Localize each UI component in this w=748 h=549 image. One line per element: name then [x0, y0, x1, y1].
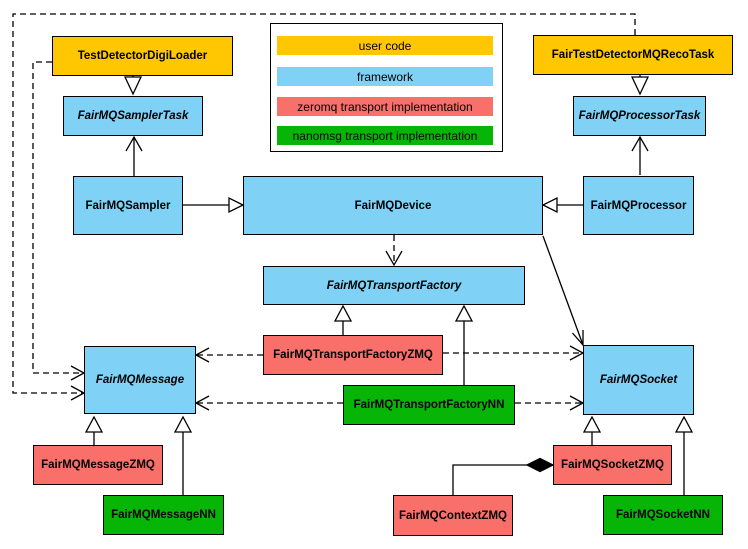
class-box-fairmqmessagezmq: FairMQMessageZMQ	[33, 445, 163, 485]
class-box-fairmqsocket: FairMQSocket	[583, 345, 694, 415]
edge-fairmqmessagenn-extends-fairmqmessage	[173, 415, 193, 495]
edge-fairtestdetectormqrecotask-extends-fairmqprocessortask	[630, 75, 650, 96]
class-box-fairmqtransportfactoryzmq: FairMQTransportFactoryZMQ	[263, 335, 443, 375]
class-box-fairmqtransportfactorynn: FairMQTransportFactoryNN	[343, 385, 515, 425]
legend-item-nanomsg: nanomsg transport implementation	[277, 126, 493, 145]
edge-fairmqdevice-depends-fairmqtransportfactory	[385, 235, 403, 267]
class-box-fairmqprocessor: FairMQProcessor	[583, 176, 694, 235]
edge-fairmqsampler-uses-fairmqsamplertask	[125, 135, 143, 176]
class-box-fairmqtransportfactory: FairMQTransportFactory	[263, 266, 525, 305]
class-box-testdetectordigiloader: TestDetectorDigiLoader	[52, 36, 233, 76]
class-box-fairmqsocketzmq: FairMQSocketZMQ	[553, 445, 672, 485]
legend: user code framework zeromq transport imp…	[270, 23, 503, 152]
edge-fairmqtransportfactorynn-creates-fairmqmessage	[194, 395, 343, 411]
edge-fairmqdevice-uses-fairmqsocket	[542, 235, 584, 347]
edge-testdetectordigiloader-extends-fairmqsamplertask	[123, 75, 143, 96]
class-box-fairmqsocketnn: FairMQSocketNN	[603, 495, 723, 535]
edge-fairmqcontextzmq-composition-fairmqsocketzmq	[452, 457, 555, 495]
edge-fairmqtransportfactorynn-extends-fairmqtransportfactory	[454, 304, 474, 385]
class-box-fairmqmessagenn: FairMQMessageNN	[103, 495, 224, 535]
edge-fairmqprocessor-extends-fairmqdevice	[541, 196, 583, 214]
legend-item-framework: framework	[277, 67, 493, 86]
edge-fairmqprocessor-uses-fairmqprocessortask	[631, 135, 649, 175]
class-box-fairmqsampler: FairMQSampler	[73, 176, 183, 235]
class-box-fairmqsamplertask: FairMQSamplerTask	[63, 96, 203, 136]
legend-item-user-code: user code	[277, 36, 493, 55]
edge-fairmqsocketnn-extends-fairmqsocket	[674, 415, 694, 495]
class-box-fairmqmessage: FairMQMessage	[84, 346, 196, 414]
class-box-fairmqprocessortask: FairMQProcessorTask	[573, 96, 706, 136]
class-box-fairmqdevice: FairMQDevice	[243, 176, 543, 235]
edge-fairmqsocketzmq-extends-fairmqsocket	[582, 415, 602, 445]
edge-fairmqtransportfactoryzmq-extends-fairmqtransportfactory	[333, 304, 353, 335]
edge-fairmqsampler-extends-fairmqdevice	[183, 196, 245, 214]
class-box-fairmqcontextzmq: FairMQContextZMQ	[393, 495, 513, 536]
class-box-fairtestdetectormqrecotask: FairTestDetectorMQRecoTask	[533, 35, 733, 75]
edge-fairmqtransportfactoryzmq-creates-fairmqmessage	[194, 347, 263, 363]
edge-fairmqtransportfactorynn-creates-fairmqsocket	[515, 395, 585, 411]
legend-item-zeromq: zeromq transport implementation	[277, 97, 493, 116]
edge-fairmqmessagezmq-extends-fairmqmessage	[84, 415, 104, 445]
